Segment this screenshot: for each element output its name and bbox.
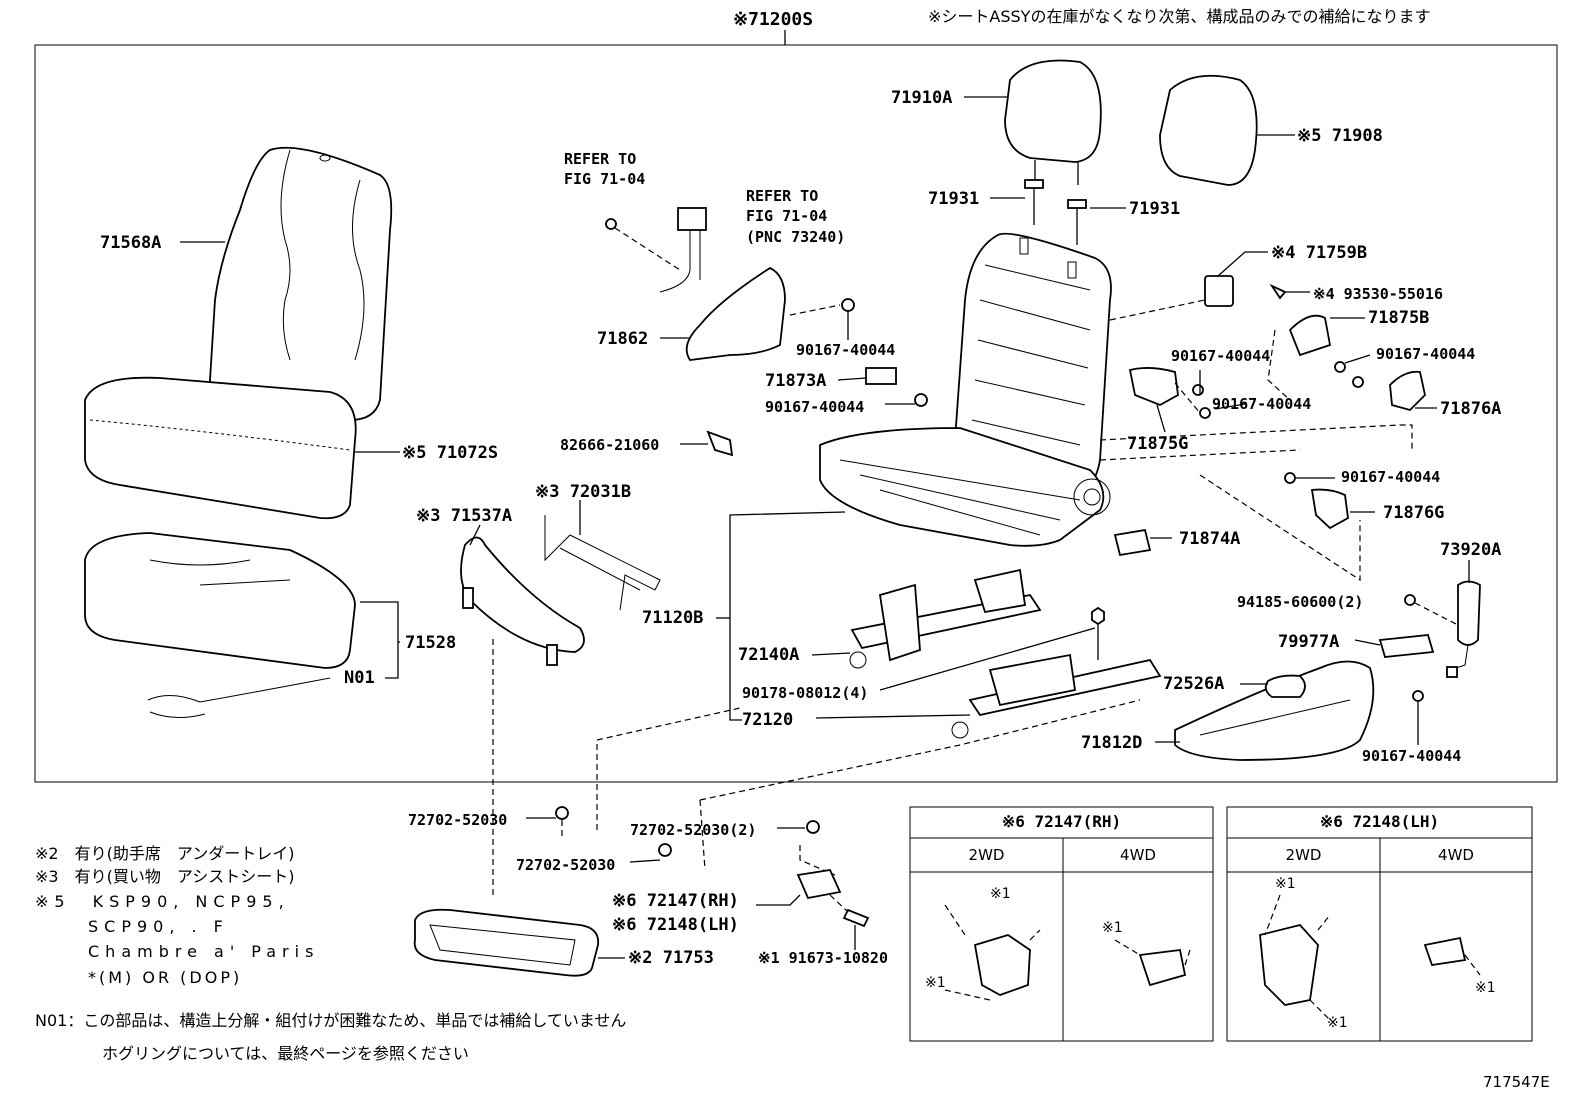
part-93530-55016[interactable]: ※4 93530-55016 [1313, 285, 1443, 303]
footnote-5-line3: Chambre a' Paris [88, 942, 320, 961]
table-lh-4wd: 4WD [1438, 846, 1474, 864]
seat-cushion-pad-drawing [84, 532, 356, 669]
headrest-71910A-drawing [1004, 59, 1102, 185]
table-72148-lh-frame [1226, 806, 1533, 1042]
part-71120B[interactable]: 71120B [642, 608, 704, 628]
part-72702-b[interactable]: 72702-52030 [516, 856, 616, 874]
part-71072S[interactable]: ※5 71072S [402, 443, 499, 463]
part-90167-f[interactable]: 90167-40044 [1341, 468, 1441, 486]
assist-seat-pad-drawing [460, 536, 585, 666]
part-71875B[interactable]: 71875B [1368, 308, 1430, 328]
seat-cushion-cover-drawing [84, 376, 357, 520]
seat-track-inner-drawing [951, 653, 1162, 739]
part-72526A[interactable]: 72526A [1163, 674, 1225, 694]
seatback-cover-drawing [209, 146, 393, 421]
table-lh-2wd-mark-bottom: ※1 [1327, 1015, 1348, 1031]
stock-notice: ※シートASSYの在庫がなくなり次第、構成品のみでの補給になります [928, 7, 1431, 26]
footnote-5-line2: SCP90, . F [88, 917, 229, 936]
part-71862[interactable]: 71862 [597, 329, 649, 349]
cover-71876G-drawing [1310, 488, 1349, 530]
headrest-support-right [1067, 199, 1087, 245]
part-71759B[interactable]: ※4 71759B [1271, 243, 1368, 263]
switch-71759B-drawing [1204, 275, 1234, 307]
part-71931-left[interactable]: 71931 [928, 189, 980, 209]
refer-to-1-line2[interactable]: FIG 71-04 [564, 170, 646, 188]
part-71873A[interactable]: 71873A [765, 371, 827, 391]
part-72702-a[interactable]: 72702-52030 [408, 811, 508, 829]
bolt-91673-drawing [842, 908, 870, 928]
table-lh-2wd: 2WD [1285, 846, 1322, 864]
bracket-72147-drawing [796, 869, 842, 900]
table-rh-4wd: 4WD [1120, 846, 1156, 864]
side-airbag-drawing [1446, 580, 1481, 678]
part-90167-e[interactable]: 90167-40044 [1212, 395, 1312, 413]
assy-label[interactable]: ※71200S [733, 9, 814, 30]
refer-to-1-line1[interactable]: REFER TO [564, 150, 637, 168]
footnote-3: ※3 有り(買い物 アシストシート) [35, 867, 295, 886]
part-90167-c[interactable]: 90167-40044 [1171, 347, 1271, 365]
table-rh-title: ※6 72147(RH) [1001, 812, 1122, 831]
part-72140A[interactable]: 72140A [738, 645, 800, 665]
part-71528[interactable]: 71528 [405, 633, 457, 653]
footnote-2: ※2 有り(助手席 アンダートレイ) [35, 844, 295, 863]
part-71876A[interactable]: 71876A [1440, 399, 1502, 419]
table-rh-2wd: 2WD [968, 846, 1005, 864]
cover-71876A-drawing [1389, 370, 1426, 412]
table-lh-4wd-mark: ※1 [1475, 980, 1496, 996]
part-72147-rh[interactable]: ※6 72147(RH) [612, 891, 739, 911]
part-82666-21060[interactable]: 82666-21060 [560, 436, 660, 454]
headrest-71908-drawing [1159, 74, 1258, 186]
headrest-support-left [1024, 179, 1044, 225]
part-72120[interactable]: 72120 [742, 710, 794, 730]
part-71812D[interactable]: 71812D [1081, 733, 1143, 753]
refer-to-2-line3[interactable]: (PNC 73240) [746, 228, 846, 246]
part-90167-d[interactable]: 90167-40044 [1376, 345, 1476, 363]
table-rh-2wd-mark-top: ※1 [990, 886, 1011, 902]
footnote-hogring: ホグリングについては、最終ページを参照ください [102, 1044, 469, 1063]
part-90167-a[interactable]: 90167-40044 [796, 341, 896, 359]
table-rh-2wd-mark-left: ※1 [925, 975, 946, 991]
part-71568A[interactable]: 71568A [100, 233, 162, 253]
footnote-n01: N01：この部品は、構造上分解・組付けが困難なため、単品では補給していません [35, 1011, 627, 1030]
part-72148-lh[interactable]: ※6 72148(LH) [612, 915, 739, 935]
part-71874A[interactable]: 71874A [1179, 529, 1241, 549]
table-lh-2wd-mark-top: ※1 [1275, 876, 1296, 892]
part-94185-60600[interactable]: 94185-60600(2) [1237, 593, 1364, 611]
part-72031B[interactable]: ※3 72031B [535, 482, 632, 502]
knob-72526A-drawing [1264, 674, 1306, 698]
seat-cushion-frame-drawing [819, 427, 1111, 547]
part-71876G[interactable]: 71876G [1383, 503, 1445, 523]
part-73920A[interactable]: 73920A [1440, 540, 1502, 560]
part-71910A[interactable]: 71910A [891, 88, 953, 108]
part-79977A[interactable]: 79977A [1278, 632, 1340, 652]
assist-seat-wire-drawing [544, 515, 661, 611]
part-90167-g[interactable]: 90167-40044 [1362, 747, 1462, 765]
bracket-71874A-drawing [1113, 528, 1152, 557]
table-lh-title: ※6 72148(LH) [1319, 812, 1440, 831]
part-N01[interactable]: N01 [344, 668, 375, 688]
part-90167-b[interactable]: 90167-40044 [765, 398, 865, 416]
cover-71875B-drawing [1288, 314, 1332, 357]
cover-71875G-drawing [1128, 367, 1179, 406]
under-tray-drawing [413, 908, 600, 977]
table-72147-rh-frame [909, 806, 1214, 1042]
refer-to-2-line1[interactable]: REFER TO [746, 187, 819, 205]
part-72702-c[interactable]: 72702-52030(2) [630, 821, 757, 839]
part-71908[interactable]: ※5 71908 [1297, 126, 1383, 146]
refer-to-2-line2[interactable]: FIG 71-04 [746, 207, 828, 225]
part-71753[interactable]: ※2 71753 [628, 948, 714, 968]
part-71537A[interactable]: ※3 71537A [416, 506, 513, 526]
figure-number: 717547E [1483, 1073, 1550, 1091]
part-91673-10820[interactable]: ※1 91673-10820 [758, 949, 888, 967]
part-71931-right[interactable]: 71931 [1129, 199, 1181, 219]
part-71875G[interactable]: 71875G [1127, 434, 1189, 454]
footnote-5-line1: ※5 KSP90, NCP95, [35, 892, 290, 911]
part-90178-08012[interactable]: 90178-08012(4) [742, 684, 869, 702]
seat-track-outer-drawing [849, 568, 1042, 669]
reclining-cover-inner-drawing [685, 266, 786, 361]
seat-belt-buckle-drawing [659, 207, 707, 293]
footnote-5-line4: *(M) OR (DOP) [88, 968, 243, 987]
table-rh-4wd-mark: ※1 [1102, 920, 1123, 936]
